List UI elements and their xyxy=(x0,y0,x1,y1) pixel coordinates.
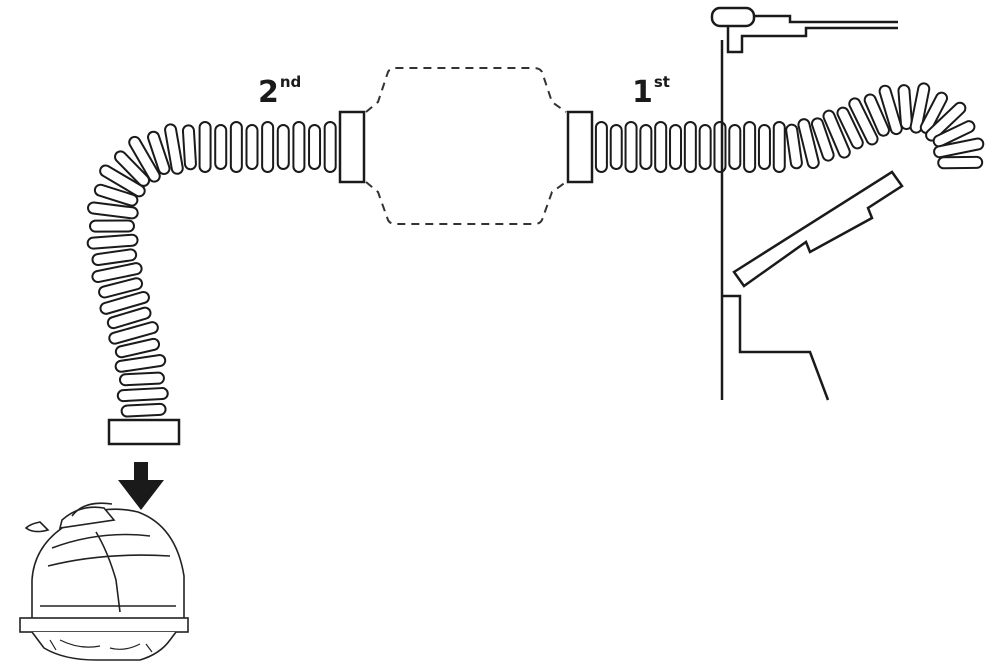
hose-ring xyxy=(198,121,212,173)
hose-ring xyxy=(323,121,337,173)
hose-ring xyxy=(91,262,143,284)
hose-ring xyxy=(937,155,984,170)
hose-ring xyxy=(797,118,820,170)
hose-ring xyxy=(919,91,949,134)
hose-ring xyxy=(863,93,890,137)
arrow-down-icon xyxy=(118,462,164,510)
hose-ring xyxy=(118,371,165,387)
hose-ring xyxy=(114,337,161,359)
hose-ring xyxy=(785,123,803,170)
hose-ring xyxy=(276,124,290,170)
hose-ring xyxy=(116,387,169,403)
hose-ring xyxy=(181,124,197,171)
hose-ring xyxy=(99,290,150,315)
hose-ring xyxy=(245,124,259,170)
hose-ring xyxy=(654,121,668,173)
first-label-number: 1 xyxy=(632,75,653,110)
hose-ring xyxy=(108,321,159,345)
first-hose-label: 1st xyxy=(632,75,670,110)
optional-section-outline xyxy=(365,67,567,225)
hose-ring xyxy=(114,150,151,187)
hose-ring xyxy=(822,109,851,159)
hose-ring xyxy=(128,135,161,183)
second-hose-connector xyxy=(338,110,366,184)
hose-ring xyxy=(261,121,275,173)
hose-ring xyxy=(925,101,967,142)
hose-ring xyxy=(89,219,135,233)
hose-ring xyxy=(897,84,913,131)
second-label-number: 2 xyxy=(258,75,279,110)
pool-robot-icon xyxy=(19,502,189,661)
hose-ring xyxy=(214,124,228,170)
hose-ring xyxy=(609,124,623,170)
second-hose-label: 2nd xyxy=(258,75,301,110)
hose-ring xyxy=(836,106,864,150)
hose-ring xyxy=(87,201,139,220)
hose-ring xyxy=(114,354,167,373)
second-hose-section xyxy=(86,121,337,418)
hose-ring xyxy=(698,124,712,170)
hose-ring xyxy=(933,137,985,159)
hose-ring xyxy=(98,277,144,299)
hose-ring xyxy=(909,82,931,134)
hose-ring xyxy=(229,121,243,173)
hose-ring xyxy=(639,124,653,170)
hose-ring xyxy=(292,121,306,173)
hose-ring xyxy=(86,233,139,250)
hose-ring xyxy=(932,120,976,148)
hose-ring xyxy=(772,121,786,173)
hose-ring xyxy=(164,123,184,175)
hose-ring xyxy=(878,84,903,136)
hose-ring xyxy=(683,121,697,173)
hose-ring xyxy=(106,306,152,330)
first-hose-connector xyxy=(566,110,594,184)
hose-ring xyxy=(848,97,879,146)
hose-ring xyxy=(93,183,139,207)
hose-ring xyxy=(120,402,167,418)
first-label-suffix: st xyxy=(653,73,670,91)
hose-ring xyxy=(713,121,727,173)
hose-ring xyxy=(99,164,146,198)
hose-ring xyxy=(147,130,171,176)
second-label-suffix: nd xyxy=(279,73,302,91)
hose-end-cuff xyxy=(107,418,181,446)
hose-ring xyxy=(743,121,757,173)
hose-ring xyxy=(669,124,683,170)
hose-ring xyxy=(757,124,771,170)
hose-ring xyxy=(308,124,322,170)
first-hose-section xyxy=(594,82,985,173)
hose-ring xyxy=(810,117,835,162)
hose-ring xyxy=(728,124,742,170)
pool-wall-structure xyxy=(710,6,904,401)
hose-ring xyxy=(624,121,638,173)
hose-ring xyxy=(91,248,138,267)
hose-ring xyxy=(594,121,608,173)
